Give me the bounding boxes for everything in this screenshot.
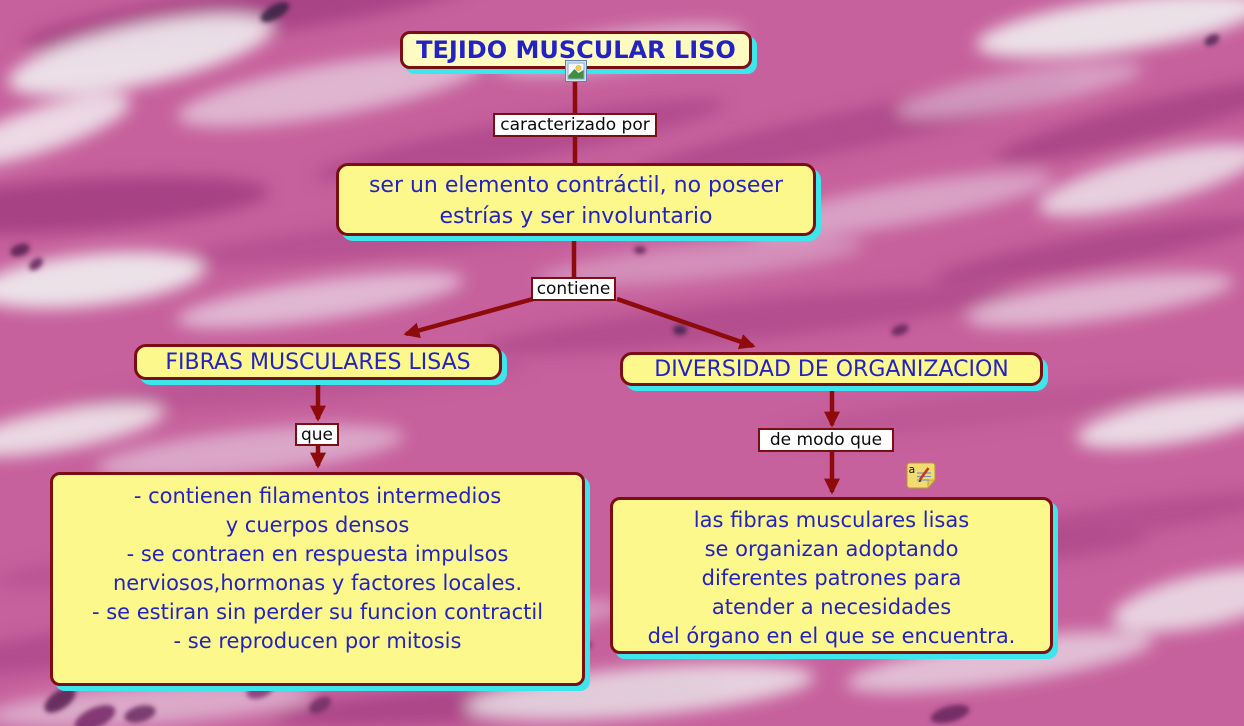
link-label-contiene[interactable]: contiene — [531, 277, 616, 301]
concept-fibras-musculares-lisas[interactable]: FIBRAS MUSCULARES LISAS — [134, 344, 502, 380]
svg-text:a: a — [909, 463, 916, 476]
text-note-icon[interactable]: a — [905, 462, 936, 489]
image-resource-icon[interactable] — [565, 60, 587, 82]
concept-diversidad-de-organizacion[interactable]: DIVERSIDAD DE ORGANIZACION — [620, 352, 1043, 386]
link-contiene-to-diversidad — [616, 296, 756, 350]
link-label-que[interactable]: que — [295, 423, 339, 446]
concept-fibras-detail[interactable]: - contienen filamentos intermedios y cue… — [50, 472, 585, 686]
link-label-de-modo-que[interactable]: de modo que — [758, 428, 894, 452]
concept-definition[interactable]: ser un elemento contráctil, no poseer es… — [336, 163, 816, 236]
link-contiene-to-fibras — [403, 296, 534, 339]
concept-diversidad-detail[interactable]: las fibras musculares lisas se organizan… — [610, 497, 1053, 654]
link-label-caracterizado-por[interactable]: caracterizado por — [493, 113, 657, 137]
